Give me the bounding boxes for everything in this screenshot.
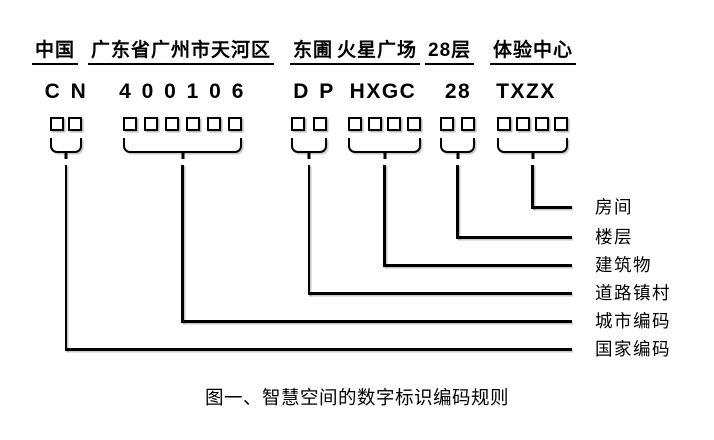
digit-box xyxy=(497,117,511,131)
box-row xyxy=(497,117,568,131)
connector-country-horizontal xyxy=(65,348,572,351)
digit-box xyxy=(165,117,179,131)
digit-box xyxy=(367,117,382,131)
digit-boxes-city xyxy=(123,117,242,161)
digit-box xyxy=(68,117,82,131)
connector-city-horizontal xyxy=(181,320,572,323)
digit-box xyxy=(516,117,530,131)
figure-caption: 图一、智慧空间的数字标识编码规则 xyxy=(204,389,509,409)
connector-country-vertical xyxy=(64,165,68,351)
digit-box xyxy=(228,117,242,131)
connector-town-vertical xyxy=(307,165,311,295)
code-building: HXGC xyxy=(349,80,417,103)
box-row xyxy=(123,117,242,131)
box-row xyxy=(50,117,82,131)
label-room: 房间 xyxy=(595,197,633,217)
brace-tick xyxy=(64,151,68,159)
label-building: 建筑物 xyxy=(595,255,652,275)
connector-room-horizontal xyxy=(531,206,572,209)
digit-boxes-country xyxy=(50,117,82,161)
address-town: 东圃 xyxy=(290,41,337,65)
digit-boxes-room xyxy=(497,117,568,161)
digit-box xyxy=(461,117,475,131)
code-floor: 28 xyxy=(444,80,472,103)
code-city: 4 0 0 1 0 6 xyxy=(119,80,245,103)
label-town: 道路镇村 xyxy=(595,283,671,303)
code-town: D P xyxy=(293,80,335,103)
code-country: C N xyxy=(44,80,88,103)
address-floor: 28层 xyxy=(425,41,475,65)
connector-floor-vertical xyxy=(456,165,459,239)
address-room: 体验中心 xyxy=(490,41,577,65)
box-row xyxy=(348,117,421,131)
digit-box xyxy=(535,117,549,131)
address-city: 广东省广州市天河区 xyxy=(88,41,275,65)
label-country-code: 国家编码 xyxy=(595,339,671,359)
brace-tick xyxy=(531,151,534,159)
connector-building-horizontal xyxy=(383,264,572,267)
connector-town-horizontal xyxy=(308,292,572,295)
digit-box xyxy=(50,117,64,131)
brace-tick xyxy=(181,151,184,159)
connector-room-vertical xyxy=(531,165,534,209)
connector-city-vertical xyxy=(181,165,184,323)
digit-box xyxy=(406,117,421,131)
label-city-code: 城市编码 xyxy=(595,311,671,331)
digit-box xyxy=(313,117,327,131)
address-country: 中国 xyxy=(32,41,79,65)
digit-boxes-floor xyxy=(440,117,475,161)
digit-box xyxy=(186,117,200,131)
digit-box xyxy=(144,117,158,131)
box-row xyxy=(440,117,475,131)
digit-boxes-building xyxy=(348,117,421,161)
label-floor: 楼层 xyxy=(595,227,633,247)
digit-boxes-town xyxy=(291,117,327,161)
box-row xyxy=(291,117,327,131)
digit-box xyxy=(348,117,362,131)
digit-box xyxy=(291,117,305,131)
brace-tick xyxy=(383,151,386,159)
digit-box xyxy=(440,117,454,131)
brace-tick xyxy=(456,151,459,159)
digit-box xyxy=(554,117,568,131)
digit-box xyxy=(387,117,402,131)
address-building: 火星广场 xyxy=(334,41,421,65)
code-room: TXZX xyxy=(496,80,556,103)
brace-tick xyxy=(307,151,311,159)
digit-box xyxy=(123,117,137,131)
digit-box xyxy=(207,117,221,131)
connector-floor-horizontal xyxy=(456,236,572,239)
connector-building-vertical xyxy=(383,165,386,267)
